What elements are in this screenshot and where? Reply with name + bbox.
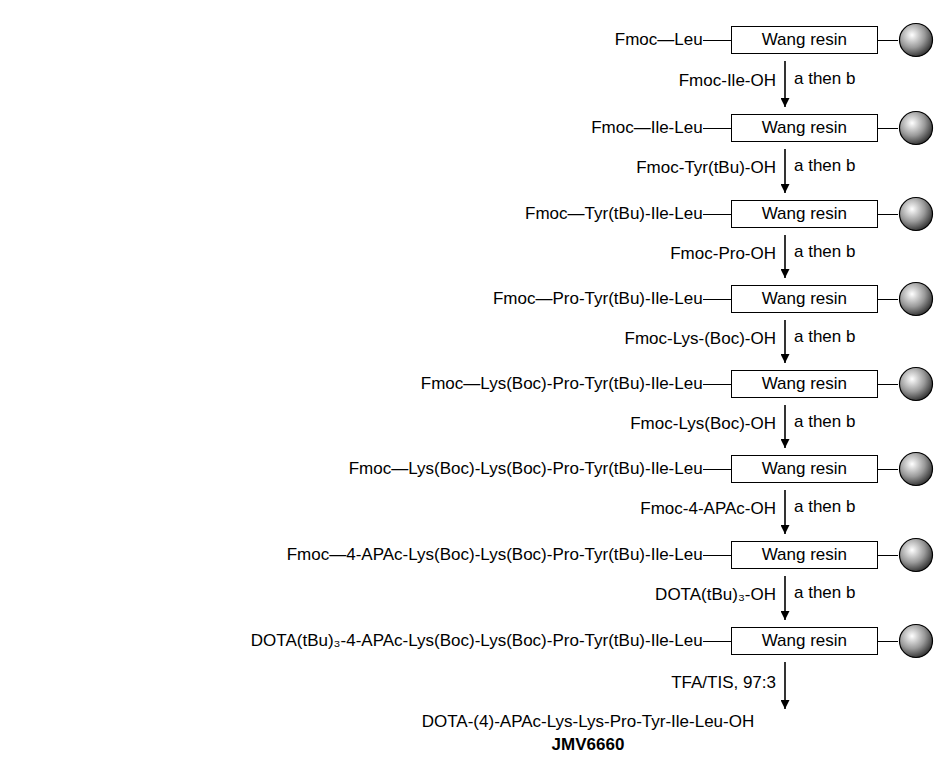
bond-line — [878, 40, 898, 41]
resin-bead — [900, 112, 933, 145]
resin-label: Wang resin — [762, 289, 847, 309]
resin-label: Wang resin — [762, 204, 847, 224]
bond-line — [703, 555, 731, 556]
resin-box: Wang resin — [731, 627, 878, 655]
bond-line — [703, 384, 731, 385]
reagent-label: TFA/TIS, 97:3 — [671, 673, 776, 693]
reagent-label: Fmoc-4-APAc-OH — [640, 499, 776, 519]
peptide-sequence: Fmoc—Tyr(tBu)-Ile-Leu — [525, 204, 703, 224]
resin-box: Wang resin — [731, 200, 878, 228]
bond-line — [703, 40, 731, 41]
bond-line — [703, 641, 731, 642]
resin-box: Wang resin — [731, 114, 878, 142]
bond-line — [878, 384, 898, 385]
resin-bead — [898, 451, 934, 487]
product-sequence: DOTA-(4)-APAc-Lys-Lys-Pro-Tyr-Ile-Leu-OH — [422, 712, 754, 732]
resin-label: Wang resin — [762, 459, 847, 479]
resin-bound-peptide: Fmoc—Lys(Boc)-Pro-Tyr(tBu)-Ile-Leu Wang r… — [421, 366, 934, 402]
resin-bead — [900, 539, 933, 572]
reagent-label: Fmoc-Ile-OH — [679, 71, 776, 91]
compound-code: JMV6660 — [422, 735, 754, 755]
bond-line — [703, 214, 731, 215]
resin-label: Wang resin — [762, 30, 847, 50]
resin-box: Wang resin — [731, 541, 878, 569]
resin-bound-peptide: DOTA(tBu)₃-4-APAc-Lys(Boc)-Lys(Boc)-Pro-… — [251, 623, 934, 659]
reaction-arrow — [784, 576, 786, 620]
resin-bead — [900, 368, 933, 401]
resin-bead — [898, 366, 934, 402]
bond-line — [878, 214, 898, 215]
resin-bound-peptide: Fmoc—Ile-Leu Wang resin — [591, 110, 934, 146]
resin-label: Wang resin — [762, 545, 847, 565]
condition-label: a then b — [794, 242, 855, 262]
resin-bead — [900, 283, 933, 316]
bond-line — [878, 555, 898, 556]
resin-bead — [898, 196, 934, 232]
resin-box: Wang resin — [731, 370, 878, 398]
resin-bead — [898, 281, 934, 317]
resin-bound-peptide: Fmoc—Lys(Boc)-Lys(Boc)-Pro-Tyr(tBu)-Ile-… — [349, 451, 934, 487]
resin-label: Wang resin — [762, 631, 847, 651]
condition-label: a then b — [794, 497, 855, 517]
peptide-sequence: DOTA(tBu)₃-4-APAc-Lys(Boc)-Lys(Boc)-Pro-… — [251, 631, 703, 651]
reaction-arrow — [784, 61, 786, 107]
resin-bead — [898, 537, 934, 573]
reaction-arrow — [784, 405, 786, 448]
reagent-label: Fmoc-Lys-(Boc)-OH — [625, 329, 776, 349]
bond-line — [703, 469, 731, 470]
bond-line — [878, 128, 898, 129]
resin-box: Wang resin — [731, 285, 878, 313]
product: DOTA-(4)-APAc-Lys-Lys-Pro-Tyr-Ile-Leu-OH… — [422, 712, 754, 755]
reaction-arrow — [784, 490, 786, 534]
peptide-sequence: Fmoc—4-APAc-Lys(Boc)-Lys(Boc)-Pro-Tyr(tB… — [287, 545, 703, 565]
condition-label: a then b — [794, 327, 855, 347]
resin-box: Wang resin — [731, 26, 878, 54]
peptide-sequence: Fmoc—Pro-Tyr(tBu)-Ile-Leu — [493, 289, 703, 309]
bond-line — [878, 299, 898, 300]
reagent-label: Fmoc-Lys(Boc)-OH — [630, 414, 776, 434]
reagent-label: Fmoc-Pro-OH — [670, 244, 776, 264]
resin-bound-peptide: Fmoc—Leu Wang resin — [615, 22, 934, 58]
resin-bead — [900, 24, 933, 57]
resin-label: Wang resin — [762, 118, 847, 138]
condition-label: a then b — [794, 69, 855, 89]
resin-bead — [898, 623, 934, 659]
resin-bead — [900, 625, 933, 658]
reagent-label: Fmoc-Tyr(tBu)-OH — [636, 158, 776, 178]
resin-label: Wang resin — [762, 374, 847, 394]
condition-label: a then b — [794, 412, 855, 432]
peptide-sequence: Fmoc—Leu — [615, 30, 703, 50]
resin-bead — [898, 22, 934, 58]
bond-line — [703, 299, 731, 300]
resin-bound-peptide: Fmoc—4-APAc-Lys(Boc)-Lys(Boc)-Pro-Tyr(tB… — [287, 537, 934, 573]
bond-line — [878, 469, 898, 470]
bond-line — [878, 641, 898, 642]
resin-bound-peptide: Fmoc—Pro-Tyr(tBu)-Ile-Leu Wang resin — [493, 281, 934, 317]
peptide-sequence: Fmoc—Ile-Leu — [591, 118, 702, 138]
condition-label: a then b — [794, 156, 855, 176]
resin-bead — [898, 110, 934, 146]
peptide-sequence: Fmoc—Lys(Boc)-Lys(Boc)-Pro-Tyr(tBu)-Ile-… — [349, 459, 703, 479]
reagent-label: DOTA(tBu)₃-OH — [655, 585, 776, 605]
resin-bead — [900, 198, 933, 231]
reaction-arrow — [784, 149, 786, 193]
peptide-sequence: Fmoc—Lys(Boc)-Pro-Tyr(tBu)-Ile-Leu — [421, 374, 703, 394]
reaction-arrow — [784, 662, 786, 709]
reaction-arrow — [784, 320, 786, 363]
bond-line — [703, 128, 731, 129]
reaction-arrow — [784, 235, 786, 278]
condition-label: a then b — [794, 583, 855, 603]
resin-bead — [900, 453, 933, 486]
resin-bound-peptide: Fmoc—Tyr(tBu)-Ile-Leu Wang resin — [525, 196, 934, 232]
resin-box: Wang resin — [731, 455, 878, 483]
